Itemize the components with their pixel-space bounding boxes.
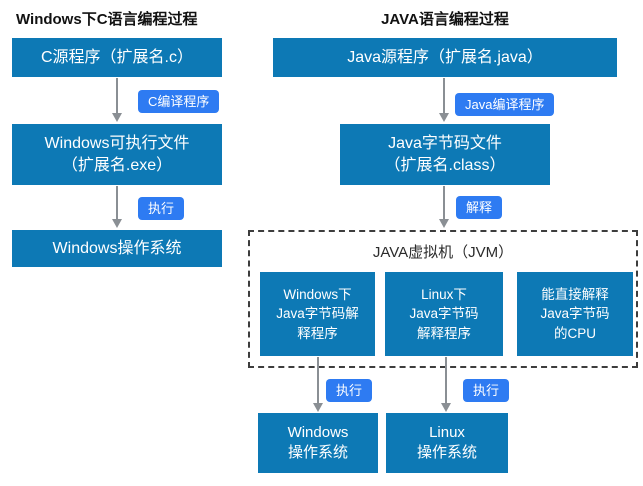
java-bytecode-line2: （扩展名.class） bbox=[384, 156, 506, 174]
jvm-title: JAVA虚拟机（JVM） bbox=[372, 244, 514, 261]
c-compiler-badge: C编译程序 bbox=[138, 90, 220, 113]
jvm-interpreter-linux-box: Linux下 Java字节码 解释程序 bbox=[385, 272, 503, 356]
arrow-c-run bbox=[111, 186, 123, 228]
c-source-box: C源程序（扩展名.c） bbox=[12, 38, 222, 77]
linux-os-bottom-line2: 操作系统 bbox=[416, 444, 477, 461]
right-flow-title: JAVA语言编程过程 bbox=[381, 11, 509, 28]
windows-executable-box: Windows可执行文件 （扩展名.exe） bbox=[12, 124, 222, 185]
arrow-c-compile bbox=[111, 78, 123, 122]
interpret-badge: 解释 bbox=[456, 196, 503, 219]
jvm-cpu-line1: 能直接解释 bbox=[541, 286, 609, 302]
run-windows-badge: 执行 bbox=[326, 379, 373, 402]
java-bytecode-box: Java字节码文件 （扩展名.class） bbox=[340, 124, 550, 185]
jvm-cpu-box: 能直接解释 Java字节码 的CPU bbox=[517, 272, 633, 356]
windows-os-bottom-line1: Windows bbox=[287, 423, 349, 441]
windows-os-box-left: Windows操作系统 bbox=[12, 230, 222, 267]
java-bytecode-line1: Java字节码文件 bbox=[388, 134, 502, 152]
jvm-interpreter-windows-line1: Windows下 bbox=[283, 286, 352, 302]
windows-os-left-label: Windows操作系统 bbox=[52, 239, 182, 257]
linux-os-box-bottom: Linux 操作系统 bbox=[386, 413, 508, 473]
jvm-cpu-line2: Java字节码 bbox=[540, 306, 610, 322]
java-source-label: Java源程序（扩展名.java） bbox=[347, 48, 543, 66]
arrow-java-interpret bbox=[438, 186, 450, 228]
windows-executable-line1: Windows可执行文件 bbox=[44, 134, 190, 152]
jvm-interpreter-windows-line3: 释程序 bbox=[297, 325, 338, 341]
jvm-interpreter-windows-line2: Java字节码解 bbox=[276, 306, 359, 322]
c-source-label: C源程序（扩展名.c） bbox=[40, 48, 193, 66]
jvm-interpreter-linux-line3: 解释程序 bbox=[417, 325, 471, 341]
arrow-run-windows bbox=[312, 357, 324, 412]
jvm-cpu-line3: 的CPU bbox=[553, 325, 596, 341]
linux-os-bottom-line1: Linux bbox=[429, 423, 465, 441]
windows-os-box-bottom: Windows 操作系统 bbox=[258, 413, 378, 473]
windows-os-bottom-line2: 操作系统 bbox=[287, 444, 348, 461]
jvm-interpreter-windows-box: Windows下 Java字节码解 释程序 bbox=[260, 272, 375, 356]
left-flow-title: Windows下C语言编程过程 bbox=[16, 11, 198, 28]
arrow-run-linux bbox=[440, 357, 452, 412]
arrow-java-compile bbox=[438, 78, 450, 122]
java-source-box: Java源程序（扩展名.java） bbox=[273, 38, 617, 77]
jvm-interpreter-linux-line2: Java字节码 bbox=[409, 306, 479, 322]
jvm-interpreter-linux-line1: Linux下 bbox=[421, 286, 467, 302]
java-compiler-badge: Java编译程序 bbox=[455, 93, 555, 116]
c-run-badge: 执行 bbox=[138, 197, 185, 220]
run-linux-badge: 执行 bbox=[463, 379, 510, 402]
jvm-container: JAVA虚拟机（JVM） bbox=[248, 230, 638, 368]
windows-executable-line2: （扩展名.exe） bbox=[61, 156, 173, 174]
